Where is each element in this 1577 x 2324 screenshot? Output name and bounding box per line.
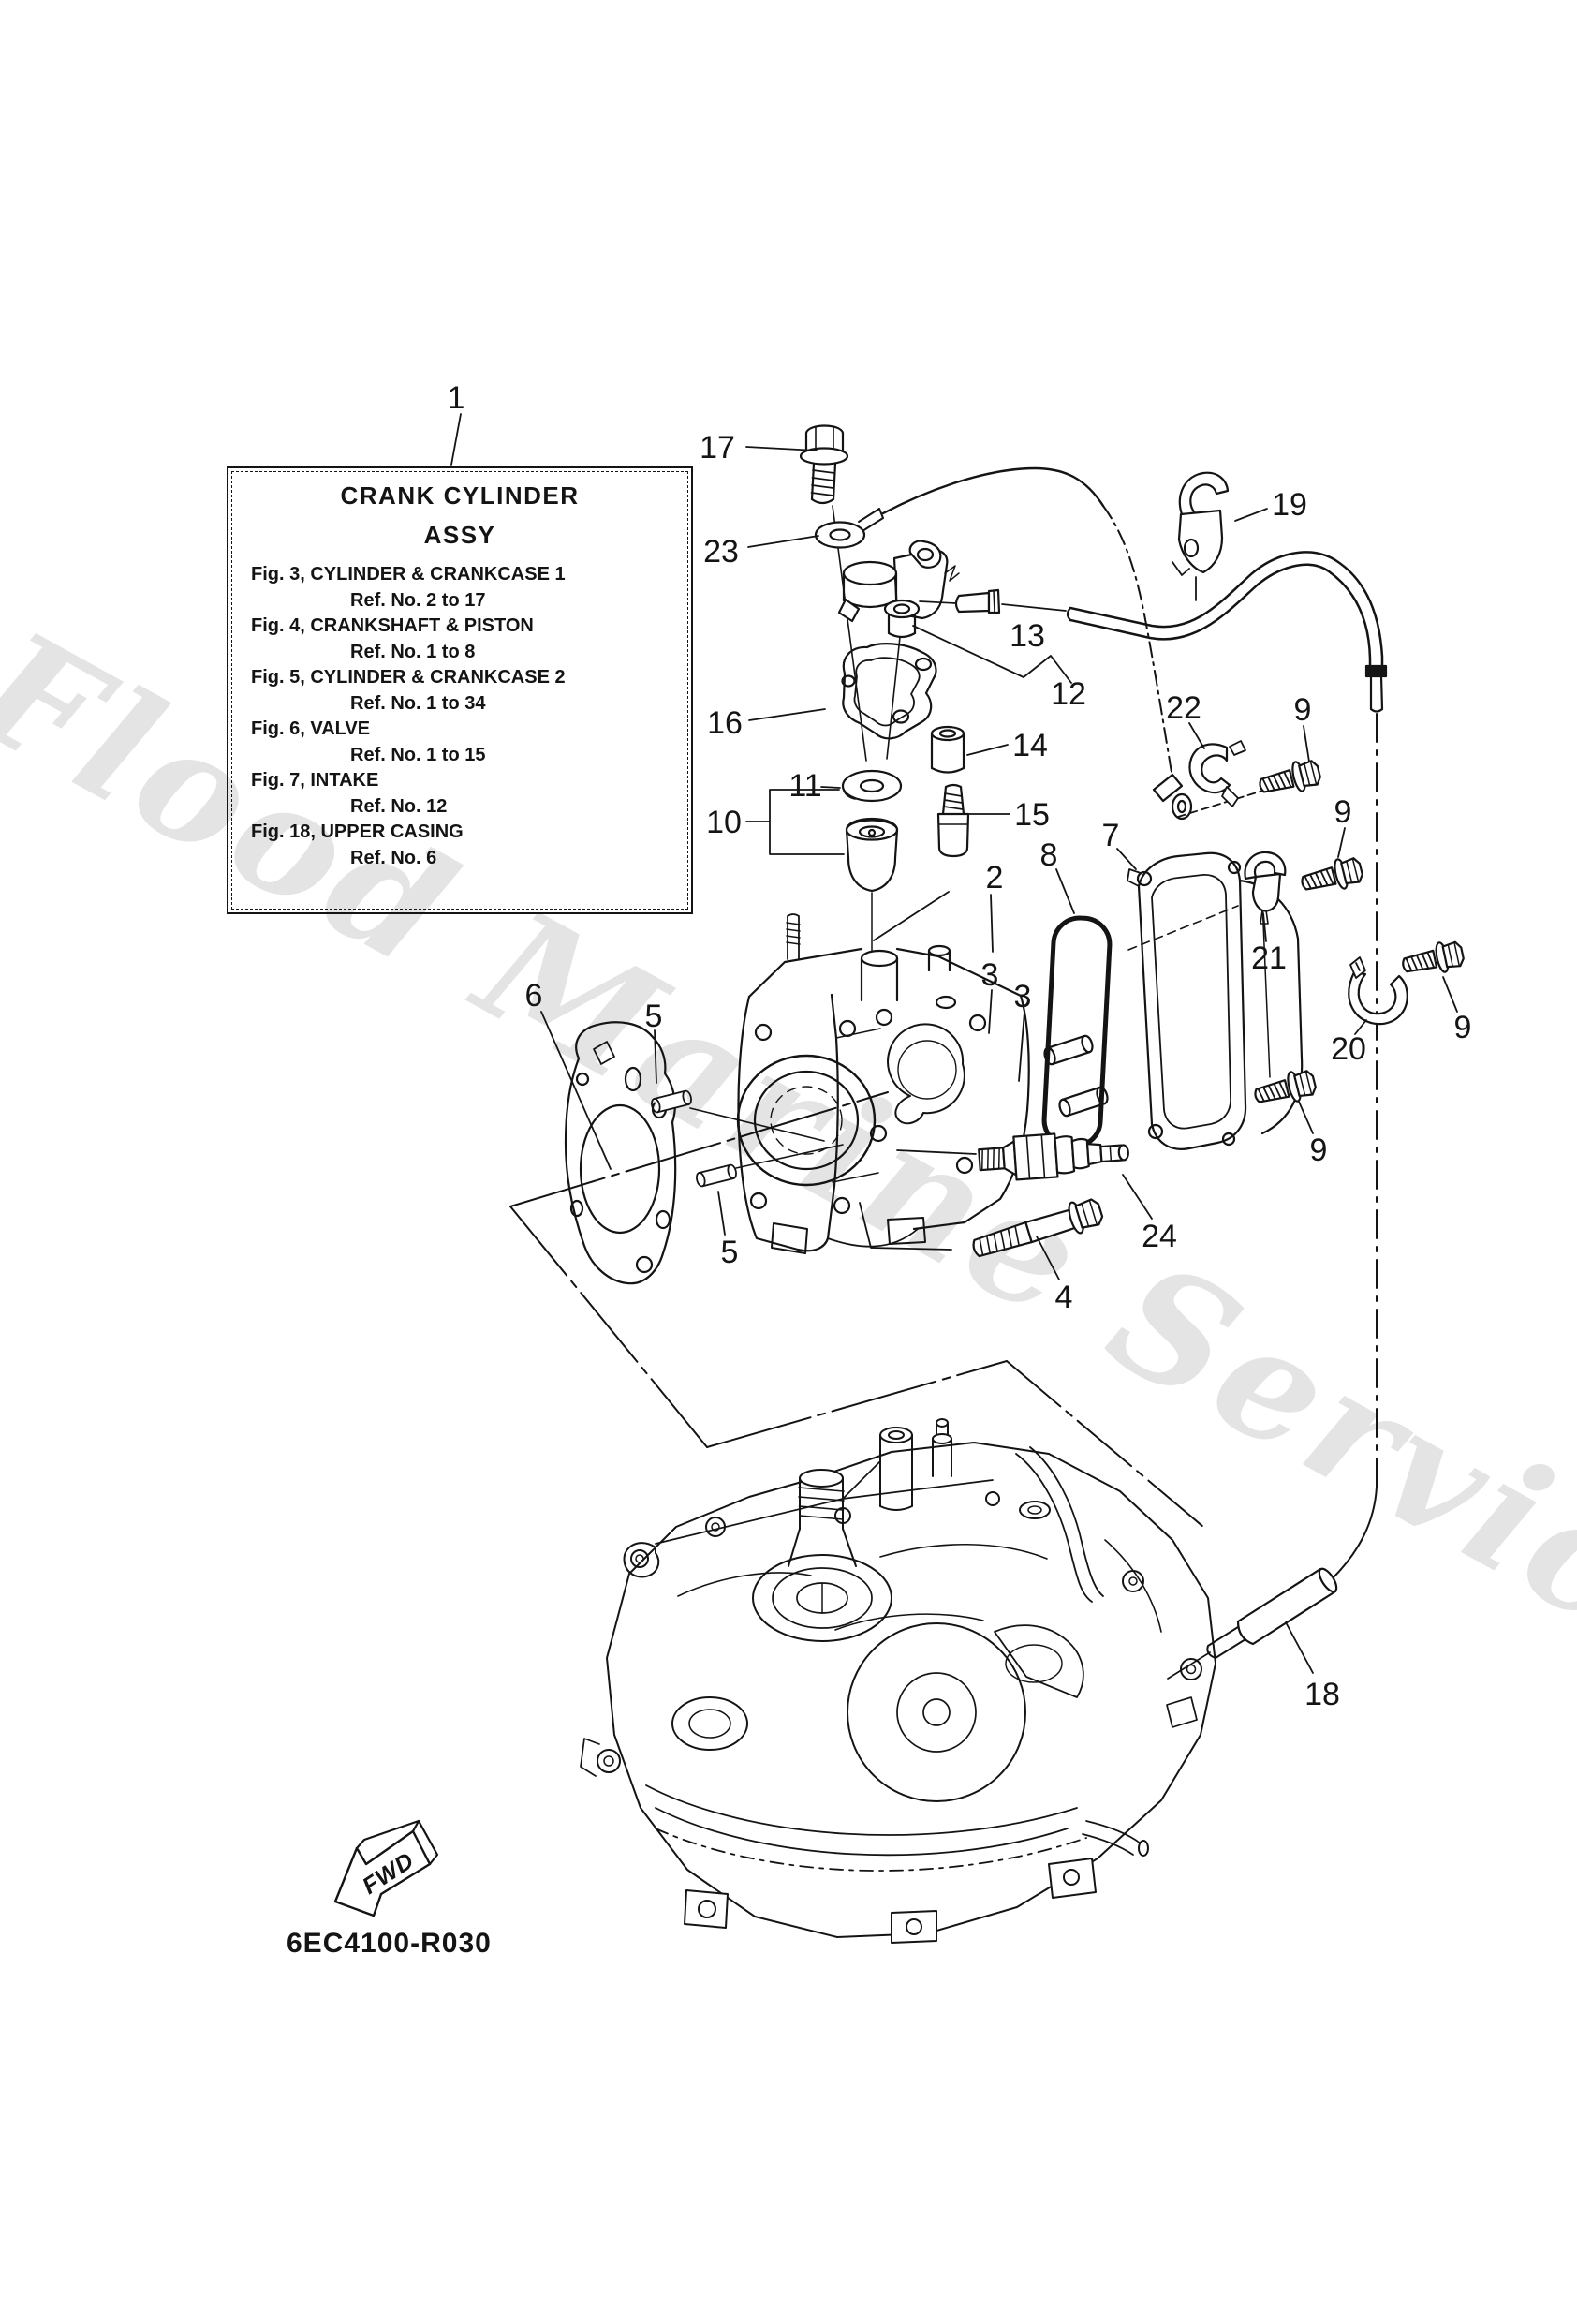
- base-gasket-6-drawing: [564, 1021, 677, 1285]
- bracket-12-13: [912, 625, 1072, 684]
- breather-hose-18-drawing: [1066, 551, 1388, 1680]
- callout-9: 9: [1294, 692, 1312, 728]
- figure-entry-ref: Ref. No. 1 to 8: [350, 641, 476, 662]
- callout-8: 8: [1040, 837, 1058, 873]
- callout-leader-9: [1298, 1101, 1314, 1134]
- callout-6: 6: [525, 978, 543, 1014]
- callout-leader-17: [745, 446, 818, 451]
- collar-14-drawing: [930, 725, 965, 774]
- callout-leader-3: [988, 989, 993, 1034]
- callout-20: 20: [1331, 1031, 1366, 1067]
- callout-leader-9: [1303, 725, 1310, 762]
- mounting-plane-lines: [509, 1091, 1204, 1528]
- callout-15: 15: [1014, 797, 1050, 833]
- callout-7: 7: [1102, 818, 1120, 853]
- callout-18: 18: [1304, 1677, 1340, 1712]
- info-box-subtitle: ASSY: [423, 521, 496, 549]
- figure-entry: Fig. 7, INTAKE: [251, 770, 379, 791]
- figure-entry-ref: Ref. No. 6: [350, 847, 437, 868]
- figure-entry: Fig. 6, VALVE: [251, 718, 371, 739]
- spark-plug-24-drawing: [978, 1132, 1129, 1181]
- callout-22: 22: [1166, 690, 1201, 726]
- bolt-15-drawing: [936, 783, 970, 858]
- figure-entry: Fig. 5, CYLINDER & CRANKCASE 2: [251, 667, 566, 688]
- callout-9: 9: [1334, 794, 1352, 830]
- callout-9: 9: [1310, 1132, 1328, 1168]
- bolt-13-drawing: [919, 588, 1067, 614]
- figure-entry-ref: Ref. No. 12: [350, 795, 448, 817]
- callout-leader-6: [540, 1011, 612, 1170]
- dowel-pins-5-drawing: [649, 1088, 844, 1189]
- callout-3: 3: [1014, 979, 1032, 1014]
- callout-16: 16: [707, 705, 743, 741]
- callout-leader-23: [747, 535, 819, 548]
- gasket-16-drawing: [841, 643, 937, 740]
- callout-leader-8: [1055, 868, 1075, 914]
- callout-17: 17: [700, 430, 735, 466]
- fwd-arrow: FWD: [333, 1819, 439, 1917]
- callout-leader-9: [1337, 827, 1346, 858]
- figure-reference-list: Fig. 3, CYLINDER & CRANKCASE 1 Ref. No. 2…: [232, 562, 687, 871]
- callout-2: 2: [986, 860, 1004, 896]
- callout-11: 11: [788, 768, 821, 804]
- callout-leader-5: [654, 1029, 657, 1084]
- anode-10-drawing: [845, 817, 899, 966]
- callout-leader-9: [1442, 976, 1458, 1013]
- callout-leader-4: [1036, 1236, 1060, 1280]
- drawing-code: 6EC4100-R030: [287, 1928, 492, 1959]
- assy-info-box-inner: CRANK CYLINDER ASSY Fig. 3, CYLINDER & C…: [231, 471, 688, 910]
- crankcase-assembly-drawing: [580, 1418, 1216, 1944]
- callout-leader-3: [1018, 1011, 1025, 1082]
- callout-1: 1: [448, 380, 465, 416]
- figure-entry: Fig. 4, CRANKSHAFT & PISTON: [251, 615, 534, 636]
- callout-leader-18: [1285, 1621, 1314, 1674]
- clamp-19-drawing: [1172, 471, 1230, 601]
- assy-info-box: CRANK CYLINDER ASSY Fig. 3, CYLINDER & C…: [227, 466, 693, 914]
- hook-20-drawing: [1348, 956, 1408, 1026]
- callout-leader-24: [1122, 1174, 1153, 1220]
- callout-13: 13: [1010, 618, 1045, 654]
- callout-24: 24: [1142, 1219, 1177, 1254]
- bolt-17-drawing: [799, 424, 867, 762]
- info-box-title: CRANK CYLINDER: [340, 481, 580, 510]
- bolt-4-drawing: [859, 1198, 1104, 1258]
- clamp-21-drawing: [1127, 851, 1287, 951]
- callout-14: 14: [1012, 728, 1048, 763]
- washer-11-drawing: [841, 769, 903, 803]
- figure-entry-ref: Ref. No. 2 to 17: [350, 589, 486, 611]
- callout-23: 23: [703, 534, 739, 570]
- callout-4: 4: [1055, 1280, 1073, 1315]
- callout-leader-22: [1188, 722, 1205, 749]
- callout-leader-11: [820, 786, 841, 789]
- callout-leader-5: [717, 1191, 726, 1236]
- figure-entry: Fig. 3, CYLINDER & CRANKCASE 1: [251, 564, 566, 585]
- callout-21: 21: [1251, 940, 1287, 976]
- callout-10: 10: [706, 805, 742, 840]
- clamp-22-drawing: [1188, 740, 1246, 807]
- callout-leader-21: [1262, 912, 1267, 942]
- callout-leader-7: [1116, 848, 1137, 870]
- ground-lead-23-drawing: [814, 466, 1267, 821]
- callout-leader-19: [1234, 508, 1268, 522]
- spark-plug-leader: [896, 1149, 977, 1155]
- figure-entry-ref: Ref. No. 1 to 15: [350, 744, 486, 765]
- callout-leader-20: [1354, 1019, 1367, 1035]
- callout-3: 3: [981, 957, 999, 993]
- callout-5: 5: [721, 1235, 739, 1270]
- callout-12: 12: [1051, 676, 1086, 712]
- oil-pump-drawing: [837, 540, 960, 760]
- bracket-10: [745, 789, 845, 855]
- figure-entry-ref: Ref. No. 1 to 34: [350, 692, 486, 714]
- callout-19: 19: [1272, 487, 1307, 523]
- callout-9: 9: [1454, 1010, 1472, 1045]
- callout-leader-1: [450, 413, 462, 466]
- bracket-2-3: [873, 891, 994, 953]
- figure-entry: Fig. 18, UPPER CASING: [251, 822, 464, 842]
- callout-5: 5: [645, 999, 663, 1034]
- callout-leader-16: [748, 708, 826, 721]
- callout-leader-14: [966, 744, 1009, 756]
